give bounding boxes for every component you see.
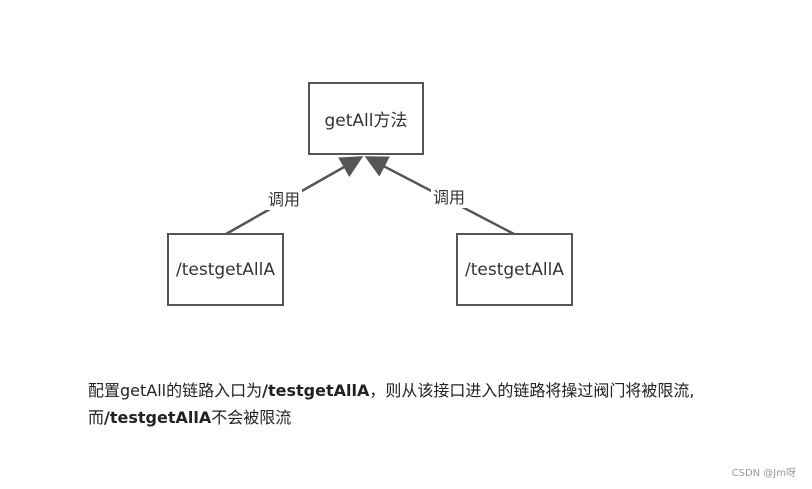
edge-label-right: 调用 bbox=[431, 188, 468, 208]
description-line2-bold: /testgetAllA bbox=[104, 408, 212, 427]
node-testgetalla-left: /testgetAllA bbox=[167, 233, 284, 306]
node-testgetalla-left-label: /testgetAllA bbox=[176, 259, 275, 280]
watermark: CSDN @Jm呀 bbox=[731, 468, 796, 479]
description-line-1: 配置getAll的链路入口为/testgetAllA，则从该接口进入的链路将操过… bbox=[88, 377, 788, 404]
node-getall-method: getAll方法 bbox=[308, 82, 424, 155]
description-line2-prefix: 而 bbox=[88, 408, 105, 427]
description-line-2: 而/testgetAllA不会被限流 bbox=[88, 404, 788, 431]
description-line2-suffix: 不会被限流 bbox=[211, 408, 292, 427]
node-testgetalla-right-label: /testgetAllA bbox=[465, 259, 564, 280]
description-paragraph: 配置getAll的链路入口为/testgetAllA，则从该接口进入的链路将操过… bbox=[88, 377, 788, 431]
node-getall-method-label: getAll方法 bbox=[324, 111, 408, 131]
node-testgetalla-right: /testgetAllA bbox=[456, 233, 573, 306]
description-line1-bold: /testgetAllA bbox=[262, 381, 370, 400]
edge-label-left: 调用 bbox=[266, 190, 303, 210]
description-line1-suffix: ，则从该接口进入的链路将操过阀门将被限流, bbox=[369, 381, 695, 400]
diagram-arrows bbox=[225, 156, 515, 236]
description-line1-prefix: 配置getAll的链路入口为 bbox=[88, 381, 263, 400]
flow-diagram: getAll方法 /testgetAllA /testgetAllA 调用 调用 bbox=[167, 82, 573, 306]
